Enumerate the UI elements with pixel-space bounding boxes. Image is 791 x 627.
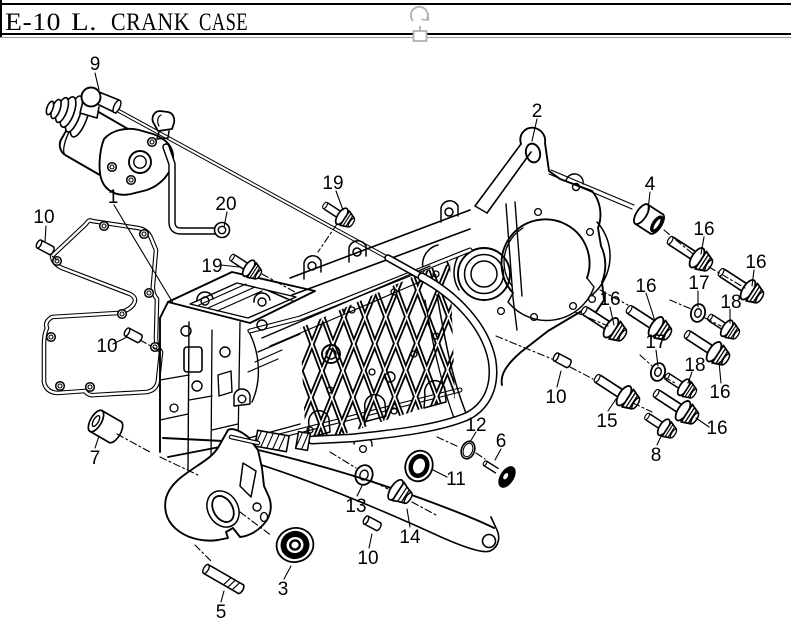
svg-text:19: 19 [201,256,222,277]
svg-text:7: 7 [90,448,101,469]
svg-text:10: 10 [545,387,566,408]
svg-text:3: 3 [278,579,289,600]
svg-text:4: 4 [645,174,656,195]
svg-text:6: 6 [496,431,507,452]
svg-text:19: 19 [322,173,343,194]
svg-text:1: 1 [108,187,119,208]
svg-text:10: 10 [33,207,54,228]
svg-text:14: 14 [399,527,421,548]
svg-text:8: 8 [651,445,662,466]
svg-text:5: 5 [216,602,227,623]
svg-text:12: 12 [465,415,486,436]
svg-text:10: 10 [96,336,117,357]
svg-text:10: 10 [357,548,378,569]
svg-text:11: 11 [446,469,466,490]
svg-text:16: 16 [635,276,656,297]
svg-text:2: 2 [532,101,543,122]
svg-text:17: 17 [688,273,709,294]
svg-text:20: 20 [215,194,236,215]
svg-text:16: 16 [693,219,714,240]
svg-text:18: 18 [720,292,741,313]
svg-text:9: 9 [90,54,101,75]
svg-text:18: 18 [684,355,705,376]
svg-text:16: 16 [709,382,730,403]
svg-text:17: 17 [645,332,666,353]
svg-text:16: 16 [706,418,727,439]
svg-text:13: 13 [345,496,366,517]
svg-text:16: 16 [745,252,766,273]
svg-text:16: 16 [599,289,620,310]
svg-text:15: 15 [596,411,617,432]
